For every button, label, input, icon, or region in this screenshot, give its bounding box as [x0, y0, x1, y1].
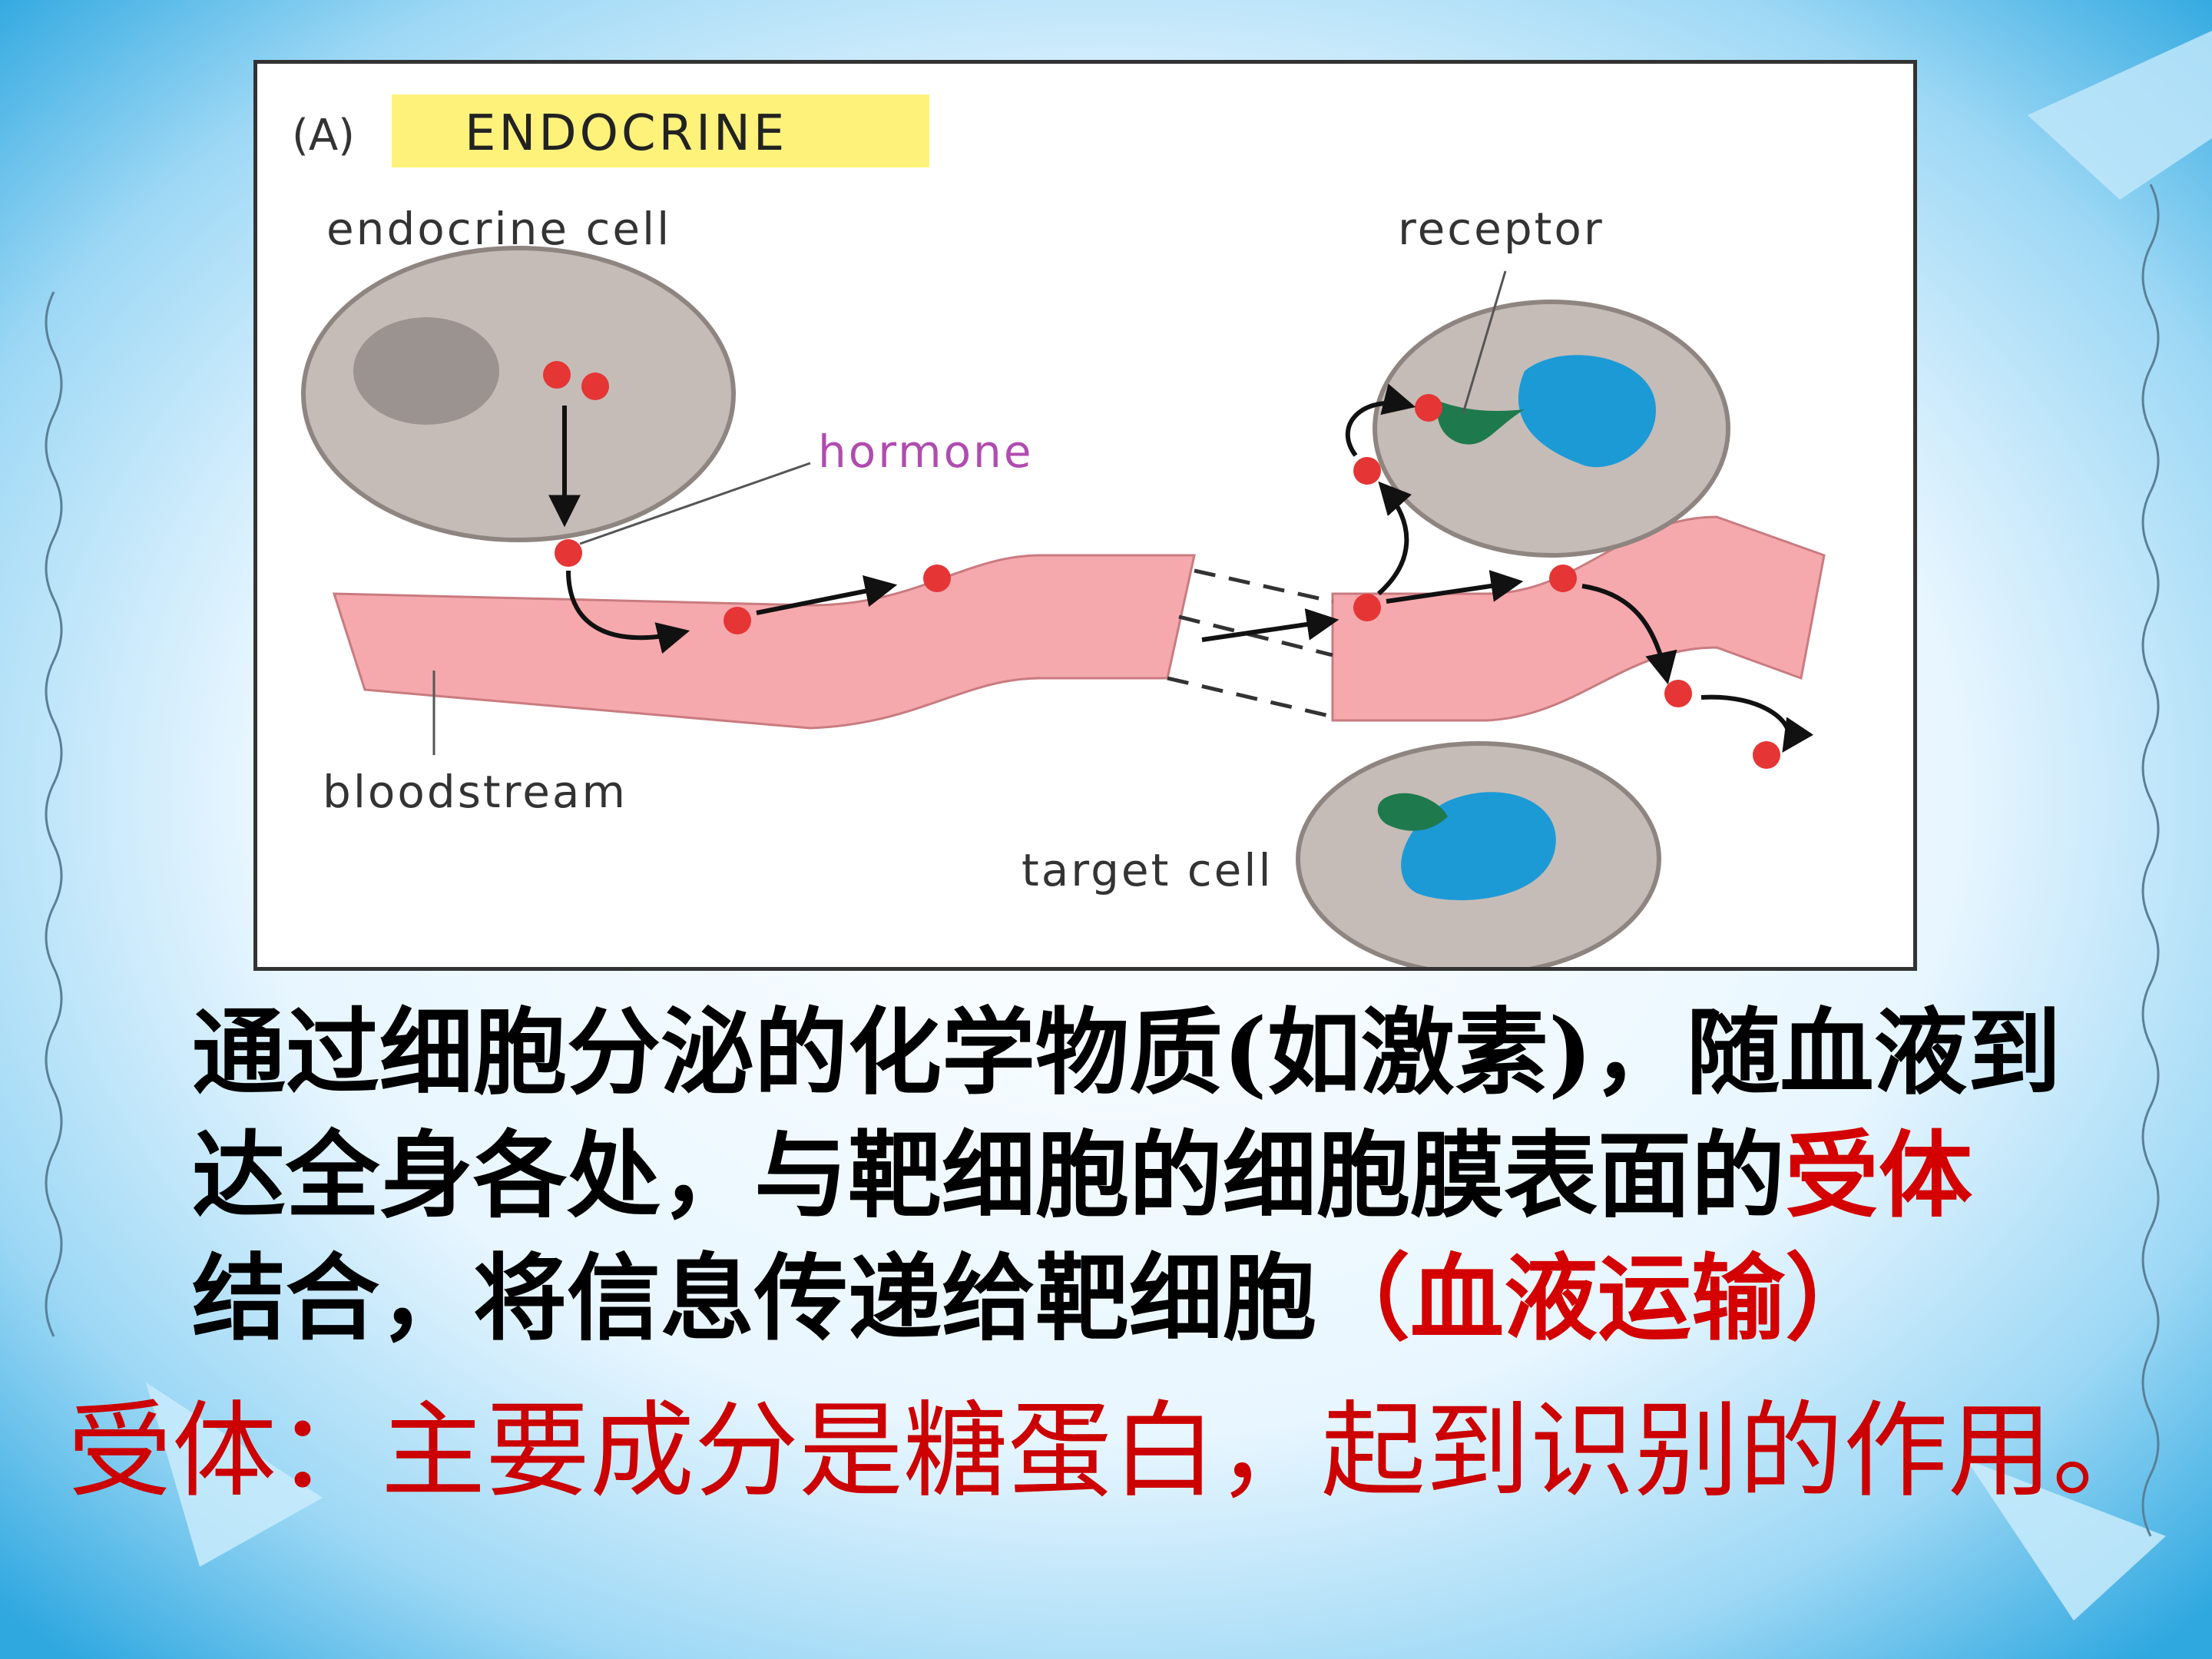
description-receptor-highlight: 受体 — [1785, 1120, 1972, 1230]
bind-arrow-top — [1345, 383, 1416, 457]
description-line-1-text: 通过细胞分泌的化学物质(如激素)，随血液到 — [192, 997, 2061, 1108]
hormone-dot — [1753, 741, 1780, 769]
hormone-dot — [1415, 394, 1442, 422]
exit-arrow-top — [1377, 481, 1412, 596]
hormone-dot — [1353, 594, 1381, 621]
flow-arrow — [1386, 570, 1524, 604]
endocrine-cell-nucleus — [353, 317, 499, 425]
description-line-2-text: 达全身各处，与靶细胞的细胞膜表面的 — [192, 1120, 1785, 1230]
target-cell-top-nucleus — [1518, 355, 1656, 468]
flow-arrow — [756, 575, 898, 615]
hormone-dot — [543, 361, 571, 389]
panel-letter: (A) — [292, 111, 355, 161]
wavy-border-left — [45, 291, 63, 1337]
bloodstream-gap-dashes — [1167, 568, 1333, 719]
label-receptor: receptor — [1398, 203, 1604, 255]
paper-plane-bottom-right — [1966, 1459, 2166, 1621]
flow-arrow — [1201, 608, 1339, 642]
flow-arrow — [566, 570, 690, 654]
paper-plane-top-right — [2028, 31, 2212, 200]
receptor-top — [1437, 402, 1525, 445]
label-endocrine-cell: endocrine cell — [326, 203, 671, 255]
hormone-leader-line — [579, 462, 811, 545]
hormone-dot — [923, 565, 951, 592]
description-line-1: 通过细胞分泌的化学物质(如激素)，随血液到 — [192, 991, 2158, 1114]
description-line-2: 达全身各处，与靶细胞的细胞膜表面的受体 — [192, 1114, 2158, 1237]
label-bloodstream: bloodstream — [323, 766, 628, 818]
hormone-dot — [1549, 565, 1577, 592]
description-line-3-text: 结合，将信息传递给靶细胞 — [192, 1243, 1316, 1353]
hormone-dot — [1353, 457, 1381, 485]
exit-arrow-bottom — [1581, 584, 1677, 685]
hormone-dot — [581, 373, 609, 400]
hormone-dot — [1664, 680, 1692, 707]
paper-plane-bottom-left — [146, 1382, 323, 1567]
receptor-bottom — [1377, 793, 1448, 831]
hormone-dot — [555, 539, 582, 567]
description-transport-highlight: （血液运输） — [1316, 1243, 1879, 1353]
label-target-cell: target cell — [1022, 844, 1273, 896]
panel-title-highlight — [392, 94, 929, 167]
description-line-3: 结合，将信息传递给靶细胞（血液运输） — [192, 1237, 2158, 1359]
bind-arrow-bottom — [1700, 694, 1814, 753]
panel-title: ENDOCRINE — [465, 105, 787, 162]
receptor-summary: 受体：主要成分是糖蛋白，起到识别的作用。 — [68, 1391, 2157, 1512]
label-hormone: hormone — [818, 426, 1034, 478]
hormone-dot — [724, 607, 751, 634]
bloodstream-left-segment — [332, 554, 1196, 730]
receptor-leader-line — [1462, 270, 1507, 414]
wavy-border-right — [2141, 184, 2160, 1537]
endocrine-diagram: (A) ENDOCRINE — [253, 60, 1917, 971]
diagram-canvas: (A) ENDOCRINE — [292, 94, 1826, 967]
